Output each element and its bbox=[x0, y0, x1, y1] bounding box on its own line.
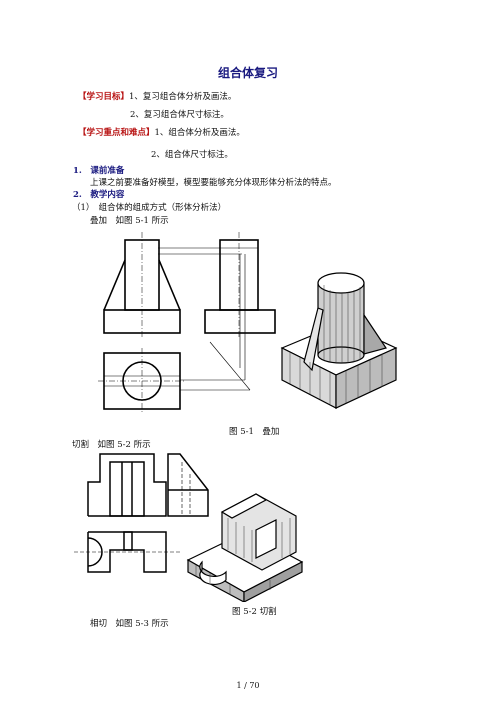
focus-line: 【学习重点和难点】1、组合体分析及画法。 bbox=[78, 128, 245, 139]
figure-5-2 bbox=[74, 453, 304, 602]
section-1-text: 上课之前要准备好模型，模型要能够充分体现形体分析法的特点。 bbox=[90, 178, 337, 188]
front-view-outline bbox=[87, 453, 167, 517]
top-view-outline bbox=[87, 531, 167, 573]
figure-5-2-caption: 图 5-2 切割 bbox=[232, 607, 277, 617]
page-title: 组合体复习 bbox=[217, 66, 278, 80]
objectives-label: 【学习目标】 bbox=[78, 92, 130, 102]
iso-rib bbox=[303, 307, 324, 372]
page-number: 1 / 70 bbox=[236, 681, 260, 690]
focus-label: 【学习重点和难点】 bbox=[78, 128, 155, 138]
objective-2: 2、复习组合体尺寸标注。 bbox=[130, 110, 229, 120]
section-2-heading: 2. 教学内容 bbox=[73, 190, 125, 200]
side-view-outline bbox=[167, 453, 209, 517]
iso-cylinder-top bbox=[317, 272, 365, 294]
focus-2: 2、组合体尺寸标注。 bbox=[151, 150, 233, 160]
figure-5-1 bbox=[98, 232, 398, 414]
objective-1: 1、复习组合体分析及画法。 bbox=[129, 92, 237, 102]
focus-1: 1、组合体分析及画法。 bbox=[154, 128, 245, 138]
stack-label: 叠加 如图 5-1 所示 bbox=[90, 216, 169, 226]
subsection-1: （1） 组合体的组成方式（形体分析法） bbox=[72, 203, 227, 213]
cut-label: 切割 如图 5-2 所示 bbox=[72, 440, 151, 450]
tangent-label: 相切 如图 5-3 所示 bbox=[90, 619, 169, 629]
figure-5-1-caption: 图 5-1 叠加 bbox=[229, 427, 280, 437]
iso-cylinder-body bbox=[317, 282, 365, 356]
section-1-heading: 1. 课前准备 bbox=[73, 166, 125, 176]
iso-base-right bbox=[335, 347, 397, 409]
objectives-line: 【学习目标】1、复习组合体分析及画法。 bbox=[78, 92, 236, 103]
